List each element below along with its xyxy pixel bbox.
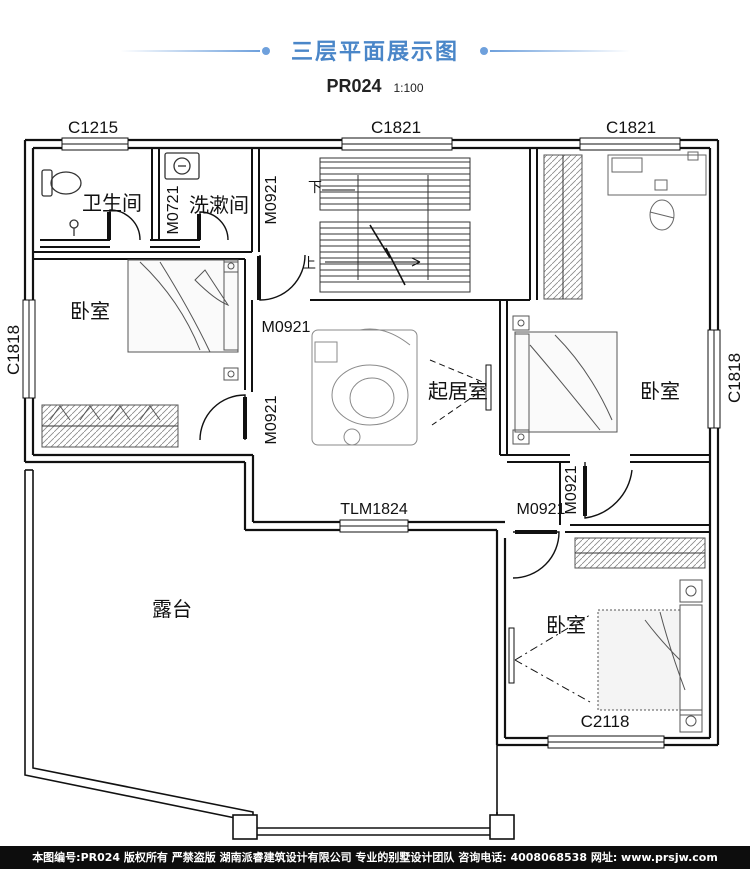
tv-se-icon [508, 627, 515, 684]
window-label-right: C1818 [725, 353, 744, 403]
room-label-terrace: 露台 [152, 597, 192, 621]
footer-copyright: 本图编号:PR024 版权所有 严禁盗版 湖南派睿建筑设计有限公司 专业的别墅设… [0, 846, 750, 869]
door-label-stair: M0921 [263, 175, 280, 224]
room-label-bedroom-se: 卧室 [546, 613, 586, 637]
window-label-left: C1818 [4, 325, 23, 375]
windows [22, 137, 721, 749]
washbasin-icon [164, 152, 200, 180]
door-swing-marks [107, 212, 587, 534]
room-label-living: 起居室 [428, 379, 488, 403]
title-divider-left [120, 50, 260, 52]
plan-scale: 1:100 [393, 81, 424, 95]
page-title: 三层平面展示图 [290, 40, 459, 65]
stair-label-up: 上 [302, 256, 316, 272]
floor-drain-icon [69, 219, 79, 236]
staircase-icon [319, 157, 471, 293]
nightstand-icon [223, 259, 239, 381]
wardrobe-icon [41, 404, 179, 448]
bed-east-icon [512, 315, 618, 445]
tv-sightline-se [514, 614, 591, 703]
window-label-c1215: C1215 [68, 118, 118, 137]
office-chair-icon [649, 199, 675, 231]
window-label-top-middle: C1821 [371, 118, 421, 137]
room-label-washroom: 洗漱间 [189, 193, 249, 217]
stair-label-down: 下 [308, 180, 322, 196]
door-label-bedroom-nw-bottom: M0921 [263, 395, 280, 444]
plan-code: PR024 [326, 76, 382, 96]
tv-icon [485, 364, 492, 411]
doors [109, 209, 633, 579]
room-label-bedroom-e: 卧室 [640, 379, 680, 403]
window-label-bottom: C2118 [581, 712, 630, 731]
door-label-washroom: M0721 [165, 185, 182, 234]
interior-walls [33, 148, 710, 533]
desk-icon [607, 151, 707, 196]
window-label-top-right: C1821 [606, 118, 656, 137]
bed-se-icon [597, 579, 703, 733]
door-label-bedroom-se: M0921 [517, 501, 566, 518]
door-label-bedroom-e: M0921 [563, 465, 580, 514]
plan-code-row: PR024 1:100 [0, 76, 750, 97]
room-label-bedroom-nw: 卧室 [70, 299, 110, 323]
door-label-terrace: TLM1824 [340, 501, 408, 518]
terrace-column-right [489, 814, 515, 840]
wardrobe-east-icon [543, 154, 583, 300]
terrace-parapet [24, 469, 506, 836]
title-dot-right [480, 47, 488, 55]
room-label-bathroom: 卫生间 [82, 191, 142, 215]
title-dot-left [262, 47, 270, 55]
title-divider-right [490, 50, 630, 52]
door-label-bedroom-nw-top: M0921 [262, 319, 311, 336]
title-row: 三层平面展示图 [0, 30, 750, 70]
terrace-column-left [232, 814, 258, 840]
sofa-set-icon [311, 328, 418, 446]
floor-plan: C1215 C1821 C1821 C1818 C1818 C2118 M072… [4, 118, 744, 840]
toilet-icon [41, 169, 82, 197]
bed-icon [127, 259, 239, 353]
wardrobe-se-icon [574, 537, 706, 569]
